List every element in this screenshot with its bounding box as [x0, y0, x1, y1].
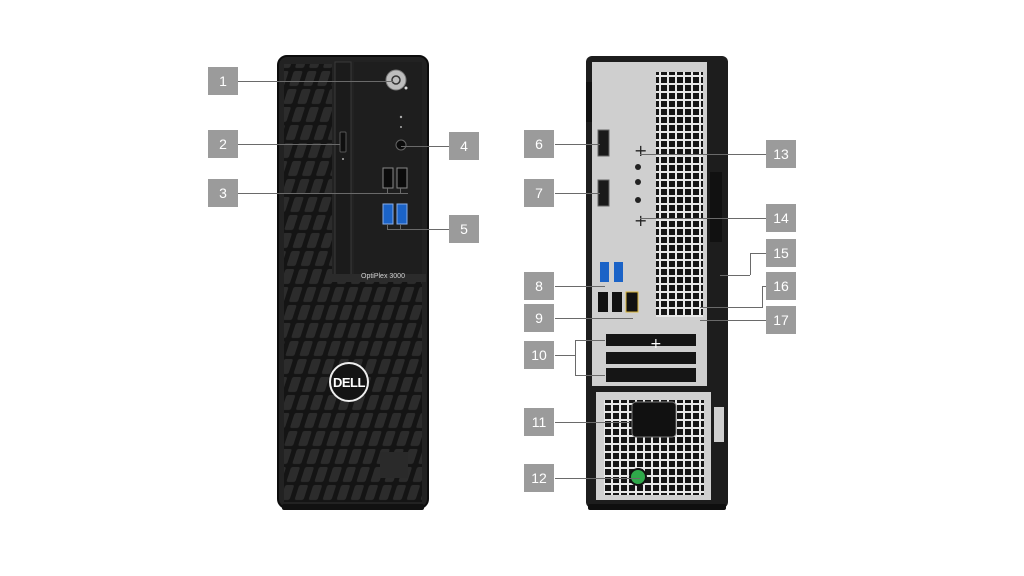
callout-4: 4 [449, 132, 479, 160]
callout-16: 16 [766, 272, 796, 300]
leader-line-15v [750, 253, 751, 275]
leader-line-5-v2 [400, 224, 401, 230]
callout-13: 13 [766, 140, 796, 168]
leader-line-13 [640, 154, 766, 155]
callout-17: 17 [766, 306, 796, 334]
leader-line-6 [555, 144, 600, 145]
leader-line-17 [700, 320, 766, 321]
callout-10: 10 [524, 341, 554, 369]
leader-line-7 [555, 193, 600, 194]
callout-3: 3 [208, 179, 238, 207]
callout-9: 9 [524, 304, 554, 332]
leader-line-4 [401, 146, 449, 147]
leader-line-11 [555, 422, 630, 423]
callout-11: 11 [524, 408, 554, 436]
leader-line-1 [238, 81, 393, 82]
callout-12: 12 [524, 464, 554, 492]
leader-line-10v [575, 340, 576, 375]
leader-line-12 [555, 478, 640, 479]
leader-line-16h [762, 286, 766, 287]
leader-line-16v [762, 286, 763, 308]
callout-8: 8 [524, 272, 554, 300]
leader-line-16 [700, 307, 762, 308]
leader-line-10b [575, 340, 605, 341]
leader-line-3-v2 [400, 188, 401, 194]
callout-7: 7 [524, 179, 554, 207]
dell-logo-text: DELL [333, 375, 365, 390]
callout-2: 2 [208, 130, 238, 158]
leader-line-10a [555, 355, 575, 356]
callout-6: 6 [524, 130, 554, 158]
model-label: OptiPlex 3000 [361, 273, 405, 280]
callout-15: 15 [766, 239, 796, 267]
leader-line-5 [387, 229, 449, 230]
callout-1: 1 [208, 67, 238, 95]
front-view-image [277, 55, 429, 510]
leader-line-9 [555, 318, 633, 319]
callout-14: 14 [766, 204, 796, 232]
leader-line-15 [720, 275, 750, 276]
leader-line-3 [238, 193, 408, 194]
svg-text:+: + [650, 336, 662, 352]
leader-line-14 [640, 218, 766, 219]
leader-line-10c [575, 375, 605, 376]
leader-line-8 [555, 286, 605, 287]
callout-5: 5 [449, 215, 479, 243]
svg-text:+: + [634, 211, 647, 230]
leader-line-15h [750, 253, 766, 254]
svg-text:+: + [634, 141, 647, 160]
leader-line-3-v [387, 188, 388, 194]
leader-line-2 [238, 144, 340, 145]
leader-line-5-v [387, 224, 388, 230]
rear-view-image: + + + [586, 56, 728, 510]
